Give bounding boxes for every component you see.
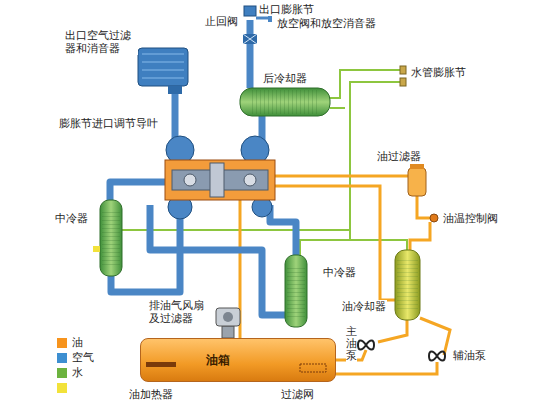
aftercooler-label: 后冷却器 — [262, 72, 308, 85]
tank-details — [140, 338, 336, 382]
oil-tank: 油箱 — [140, 338, 336, 382]
water-pipes — [122, 70, 407, 256]
legend-swatch — [57, 353, 67, 363]
outlet-filter — [138, 48, 188, 94]
water-joint-label: 水管膨胀节 — [410, 66, 467, 79]
legend-text: 油 — [71, 336, 84, 349]
oil-strainer — [300, 364, 326, 372]
oil-filter-label: 油过滤器 — [376, 150, 422, 163]
oil-pump — [358, 341, 445, 361]
aftercooler — [240, 88, 330, 116]
oil-valve-label: 油温控制阀 — [442, 212, 499, 225]
check-valve-label: 止回阀 — [204, 15, 239, 28]
oil-cooler-label: 油冷却器 — [341, 300, 387, 313]
exhaust-fan-label: 排油气风扇 及过滤器 — [148, 299, 212, 325]
oil-cooler — [395, 250, 420, 320]
oil-heater — [146, 362, 176, 367]
intercooler-right — [285, 255, 307, 327]
check-valve — [243, 34, 257, 44]
outlet-filter-label: 出口空气过滤 器和消音器 — [64, 29, 138, 55]
main-pump-label: 主油泵 — [346, 326, 357, 362]
legend-swatch — [57, 338, 67, 348]
legend-text: 空气 — [71, 351, 95, 364]
oil-filter — [408, 164, 426, 196]
strainer-label: 过滤网 — [280, 388, 315, 401]
intercooler-label: 中冷器 — [54, 212, 89, 225]
exhaust-fan — [216, 308, 240, 338]
vent-valve-label: 放空阀和放空消音器 — [276, 17, 377, 30]
legend-text: 水 — [71, 366, 84, 379]
aux-pump-label: 辅油泵 — [452, 349, 487, 362]
oil-heater-label: 油加热器 — [128, 388, 174, 401]
legend-swatch — [57, 368, 67, 378]
oil-heater — [146, 362, 176, 367]
air-pipes — [110, 20, 296, 315]
inlet-guide-vane-label: 膨胀节进口调节导叶 — [58, 117, 159, 130]
intercooler-label: 中冷器 — [322, 266, 357, 279]
oil-temp-valve — [430, 214, 438, 222]
outlet-expansion-joint-label: 出口膨胀节 — [258, 3, 315, 16]
intercooler-left — [93, 200, 122, 276]
tank-label: 油箱 — [206, 352, 230, 369]
expansion-joint — [400, 66, 406, 86]
compressor — [165, 136, 275, 219]
legend-swatch — [57, 383, 67, 393]
